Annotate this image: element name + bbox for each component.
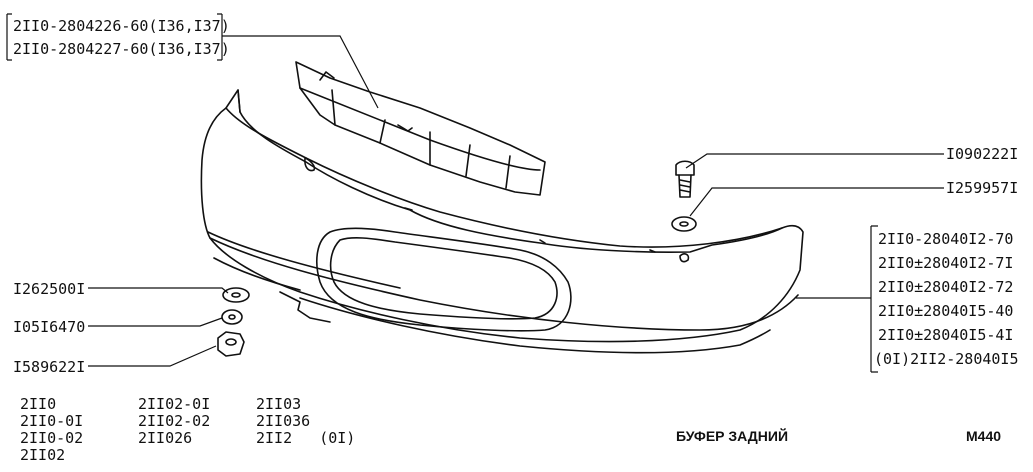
leader-lines (6, 13, 944, 373)
model-col3-3: 2II2 (0I) (256, 429, 356, 447)
callout-bar-left-1: 2II0-2804226-60(I36,I37) (13, 17, 230, 35)
washer-right-drawing (671, 216, 697, 232)
model-col1-2: 2II0-0I (20, 412, 84, 430)
spring-washer-drawing (221, 309, 243, 325)
washer-left-drawing (222, 287, 250, 303)
model-col2-3: 2II026 (138, 429, 193, 447)
callout-bumper-2: 2II0±28040I2-7I (878, 254, 1014, 272)
callout-bumper-5: 2II0±28040I5-4I (878, 326, 1014, 344)
bolt-drawing (675, 160, 695, 198)
model-col2-2: 2II02-02 (138, 412, 211, 430)
diagram-title: БУФЕР ЗАДНИЙ (676, 428, 789, 444)
model-col1-1: 2II0 (20, 395, 57, 413)
model-col3-1: 2II03 (256, 395, 302, 413)
bumper-bar-drawing (295, 61, 546, 196)
callout-bumper-1: 2II0-28040I2-70 (878, 230, 1014, 248)
callout-spring-washer: I05I6470 (13, 318, 86, 336)
callout-bumper-6: (0I)2II2-28040I5 (874, 350, 1019, 368)
callout-bolt: I090222I (946, 145, 1019, 163)
callout-bumper-3: 2II0±28040I2-72 (878, 278, 1014, 296)
diagram-code: M440 (966, 428, 1002, 444)
model-col2-1: 2II02-0I (138, 395, 211, 413)
rear-bumper-drawing (200, 89, 804, 354)
callout-bar-left-2: 2II0-2804227-60(I36,I37) (13, 40, 230, 58)
callout-washer-right: I259957I (946, 179, 1019, 197)
model-col1-3: 2II0-02 (20, 429, 84, 447)
model-col3-2: 2II036 (256, 412, 311, 430)
callout-nut: I589622I (13, 358, 86, 376)
nut-drawing (217, 331, 245, 357)
model-col1-4: 2II02 (20, 446, 66, 464)
callout-bumper-4: 2II0±28040I5-40 (878, 302, 1014, 320)
callout-washer-left: I262500I (13, 280, 86, 298)
